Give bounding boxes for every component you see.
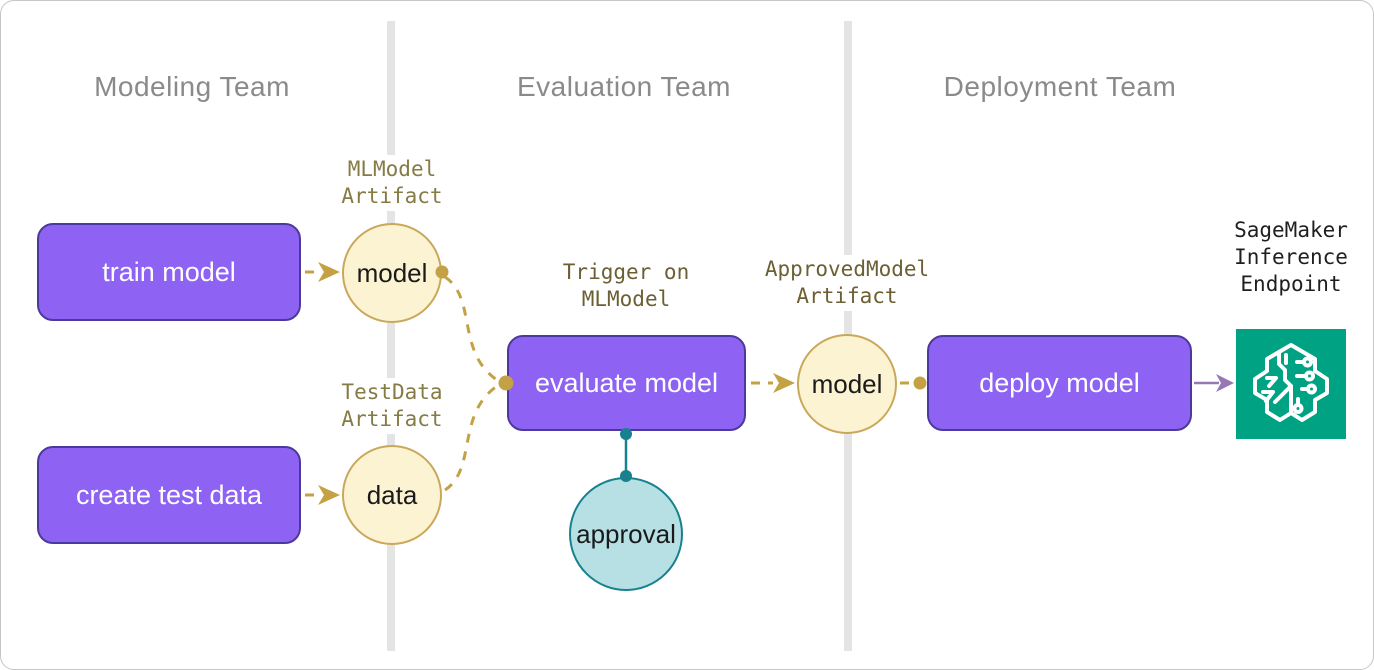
arrowhead-train-to-model [318,262,340,282]
annotation-mlmodel-artifact: MLModel Artifact [337,155,447,211]
node-evaluate-model: evaluate model [507,335,746,431]
edge-model-to-evaluate [444,275,498,382]
annotation-line: Artifact [341,407,443,431]
node-model-artifact-2: model [797,334,897,434]
annotation-approvedmodel-artifact: ApprovedModel Artifact [760,255,934,311]
lane-title-deployment-team: Deployment Team [943,71,1177,102]
arrowhead-deploy-to-endpoint [1216,374,1234,392]
node-train-model: train model [37,223,301,321]
annotation-line: SageMaker [1234,218,1348,242]
annotation-line: Artifact [796,284,898,308]
node-approval: approval [569,477,683,591]
annotation-line: Artifact [341,184,443,208]
annotation-line: ApprovedModel [764,257,930,281]
sagemaker-icon [1236,329,1346,439]
arrowhead-create-to-data [318,485,340,505]
node-model-artifact-1: model [342,223,442,323]
annotation-line: Endpoint [1240,272,1342,296]
annotation-sagemaker-endpoint: SageMaker Inference Endpoint [1230,216,1352,299]
node-data-artifact: data [342,445,442,545]
annotation-line: MLModel [581,287,671,311]
annotation-line: Trigger on [562,260,690,284]
brain-circuit-glyph [1253,343,1329,422]
arrowhead-evaluate-to-model2 [773,373,795,393]
annotation-line: Inference [1234,245,1348,269]
annotation-trigger-on-mlmodel: Trigger on MLModel [558,258,694,314]
lane-title-evaluation-team: Evaluation Team [517,71,731,102]
annotation-line: TestData [341,380,443,404]
edge-data-to-evaluate [444,384,498,492]
node-create-test-data: create test data [37,446,301,544]
node-deploy-model: deploy model [927,335,1192,431]
annotation-line: MLModel [347,157,437,181]
annotation-testdata-artifact: TestData Artifact [337,378,447,434]
lane-title-modeling-team: Modeling Team [94,71,290,102]
edge-dot-deploy-in [913,376,927,390]
lane-divider-1 [387,21,395,651]
